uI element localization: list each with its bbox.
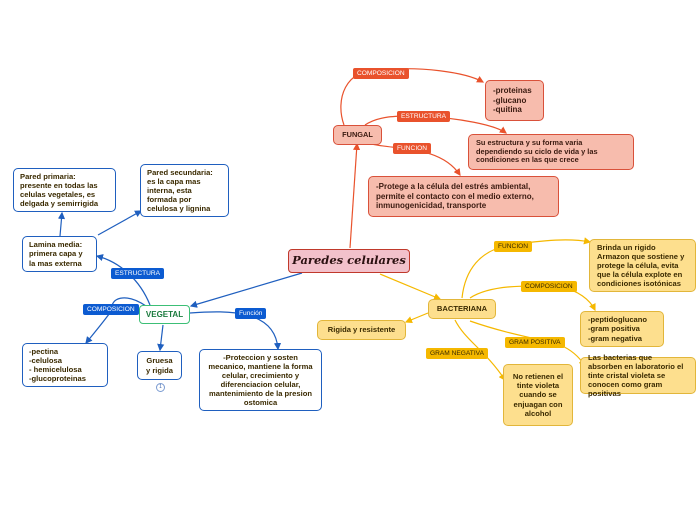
central-topic[interactable]: Paredes celulares bbox=[288, 249, 410, 273]
bacteriana-funcion-box[interactable]: Brinda un rigido Armazon que sostiene y … bbox=[589, 239, 696, 292]
link-central-vegetal bbox=[189, 272, 303, 308]
vegetal-funcion-box[interactable]: -Proteccion y sosten mecanico, mantiene … bbox=[199, 349, 322, 411]
gram-positiva-box[interactable]: Las bacterias que absorben en laboratori… bbox=[580, 353, 696, 398]
gram-negativa-box[interactable]: No retienen el tinte violeta cuando se e… bbox=[503, 364, 573, 426]
fungal-funcion-box[interactable]: -Protege a la célula del estrés ambienta… bbox=[368, 176, 559, 217]
bacteriana-funcion-tag[interactable]: FUNCION bbox=[494, 241, 533, 252]
bacteriana-composicion-box[interactable]: -peptidoglucano -gram positiva -gram neg… bbox=[580, 311, 664, 347]
vegetal-composicion-box[interactable]: -pectina -celulosa - hemicelulosa -gluco… bbox=[22, 343, 108, 387]
vegetal-funcion-tag[interactable]: Función bbox=[235, 308, 267, 319]
vegetal-composicion-tag[interactable]: COMPOSICION bbox=[83, 304, 139, 315]
pared-primaria-box[interactable]: Pared primaria: presente en todas las ce… bbox=[13, 168, 116, 212]
fungal-node[interactable]: FUNGAL bbox=[333, 125, 382, 145]
vegetal-node[interactable]: VEGETAL bbox=[139, 305, 190, 324]
bacteriana-node[interactable]: BACTERIANA bbox=[428, 299, 496, 319]
link-lamina-primaria bbox=[57, 211, 66, 237]
bacteriana-gram-negativa-tag[interactable]: GRAM NEGATIVA bbox=[426, 348, 488, 359]
link-bacteriana-gram-negativa bbox=[454, 319, 506, 381]
fungal-composicion-tag[interactable]: COMPOSICION bbox=[353, 68, 409, 79]
fungal-estructura-tag[interactable]: ESTRUCTURA bbox=[397, 111, 451, 122]
link-vegetal-gruesa bbox=[157, 324, 165, 352]
vegetal-estructura-tag[interactable]: ESTRUCTURA bbox=[111, 268, 165, 279]
fungal-composicion-box[interactable]: -proteinas -glucano -quitina bbox=[485, 80, 544, 121]
gruesa-rigida-box[interactable]: Gruesa y rigida bbox=[137, 351, 182, 380]
fungal-funcion-tag[interactable]: FUNCION bbox=[393, 143, 432, 154]
rigida-resistente-box[interactable]: Rigida y resistente bbox=[317, 320, 406, 340]
bacteriana-composicion-tag[interactable]: COMPOSICION bbox=[521, 281, 577, 292]
lamina-media-box[interactable]: Lamina media: primera capa y la mas exte… bbox=[22, 236, 97, 272]
bacteriana-gram-positiva-tag[interactable]: GRAM POSITIVA bbox=[505, 337, 565, 348]
link-central-bacteriana bbox=[379, 273, 442, 301]
link-lamina-secundaria bbox=[97, 210, 143, 236]
note-badge-icon[interactable]: 1 bbox=[156, 383, 165, 392]
pared-secundaria-box[interactable]: Pared secundaria: es la capa mas interna… bbox=[140, 164, 229, 217]
link-bacteriana-rigida bbox=[404, 312, 429, 324]
fungal-estructura-box[interactable]: Su estructura y su forma varia dependien… bbox=[468, 134, 634, 170]
link-central-fungal bbox=[349, 142, 361, 249]
